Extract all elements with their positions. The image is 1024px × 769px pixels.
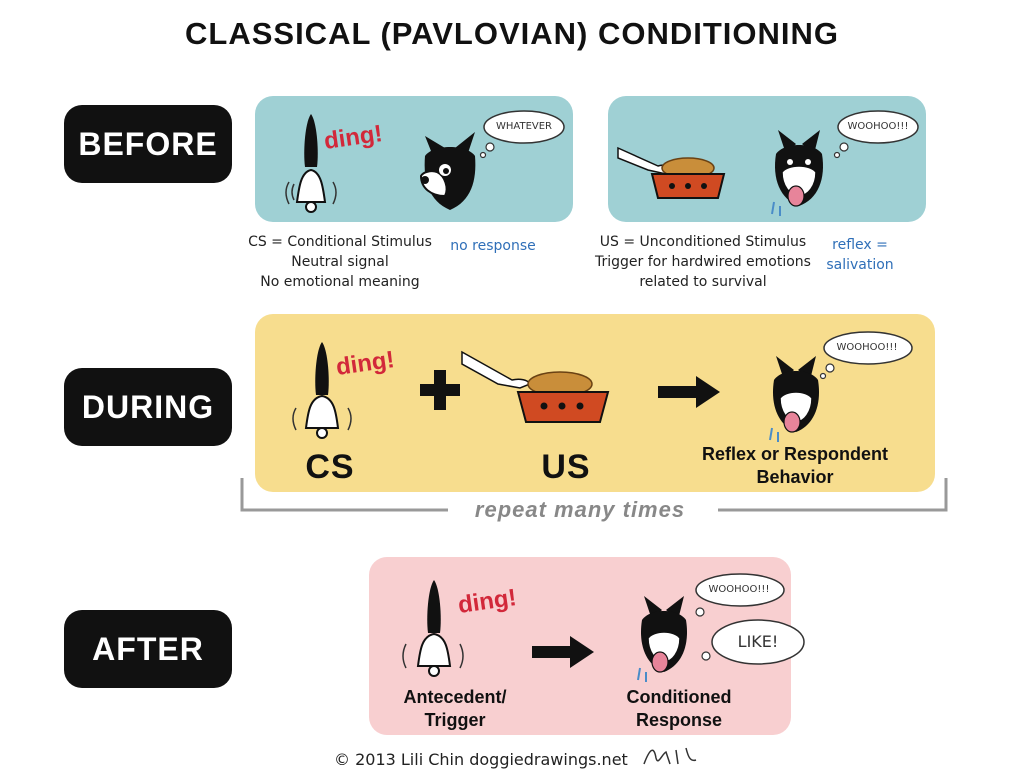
stage-label-after: AFTER	[64, 610, 232, 688]
thought-bubble-icon	[695, 573, 785, 617]
stage-label-during: DURING	[64, 368, 232, 446]
food-bowl-icon	[617, 146, 726, 199]
repeat-bracket	[240, 478, 948, 512]
repeat-text: repeat many times	[474, 497, 686, 522]
thought-bubble-icon	[819, 331, 913, 380]
dog-icon	[419, 132, 476, 210]
response-label: Response	[635, 710, 723, 730]
cs-label: CS	[305, 448, 355, 486]
response-label: Conditioned	[626, 687, 732, 707]
dog-icon	[637, 596, 688, 682]
caption-line: related to survival	[639, 274, 767, 290]
caption-line: Trigger for hardwired emotions	[595, 254, 811, 270]
right-arrow-icon	[532, 636, 594, 668]
thought-text: LIKE!	[737, 632, 779, 651]
thought-text: WHATEVER	[495, 121, 552, 132]
thought-bubble-icon	[479, 110, 565, 159]
thought-bubble-icon	[701, 619, 805, 665]
result-label: Behavior	[756, 467, 834, 487]
response-text: reflex =	[832, 237, 888, 253]
caption-line: CS = Conditional Stimulus	[248, 234, 432, 250]
right-arrow-icon	[658, 376, 720, 408]
us-label: US	[541, 448, 591, 486]
result-label: Reflex or Respondent	[701, 444, 889, 464]
thought-text: WOOHOO!!!	[708, 584, 770, 595]
bell-icon	[285, 114, 337, 213]
antecedent-label: Antecedent/	[403, 687, 507, 707]
dog-icon	[771, 130, 824, 216]
stage-label-before: BEFORE	[64, 105, 232, 183]
plus-icon	[420, 370, 460, 410]
antecedent-label: Trigger	[424, 710, 486, 730]
food-bowl-icon	[461, 350, 610, 423]
bell-icon	[402, 580, 464, 677]
response-text: no response	[450, 238, 536, 254]
signature	[643, 747, 697, 765]
page-title: CLASSICAL (PAVLOVIAN) CONDITIONING	[185, 16, 839, 51]
bell-icon	[292, 342, 352, 439]
response-text: salivation	[826, 257, 894, 273]
thought-text: WOOHOO!!!	[847, 121, 909, 132]
dog-icon	[769, 356, 820, 442]
copyright-text: © 2013 Lili Chin doggiedrawings.net	[334, 750, 628, 769]
caption-line: Neutral signal	[291, 254, 389, 270]
thought-text: WOOHOO!!!	[836, 342, 898, 353]
caption-line: US = Unconditioned Stimulus	[599, 234, 807, 250]
caption-line: No emotional meaning	[260, 274, 420, 290]
thought-bubble-icon	[833, 110, 919, 159]
